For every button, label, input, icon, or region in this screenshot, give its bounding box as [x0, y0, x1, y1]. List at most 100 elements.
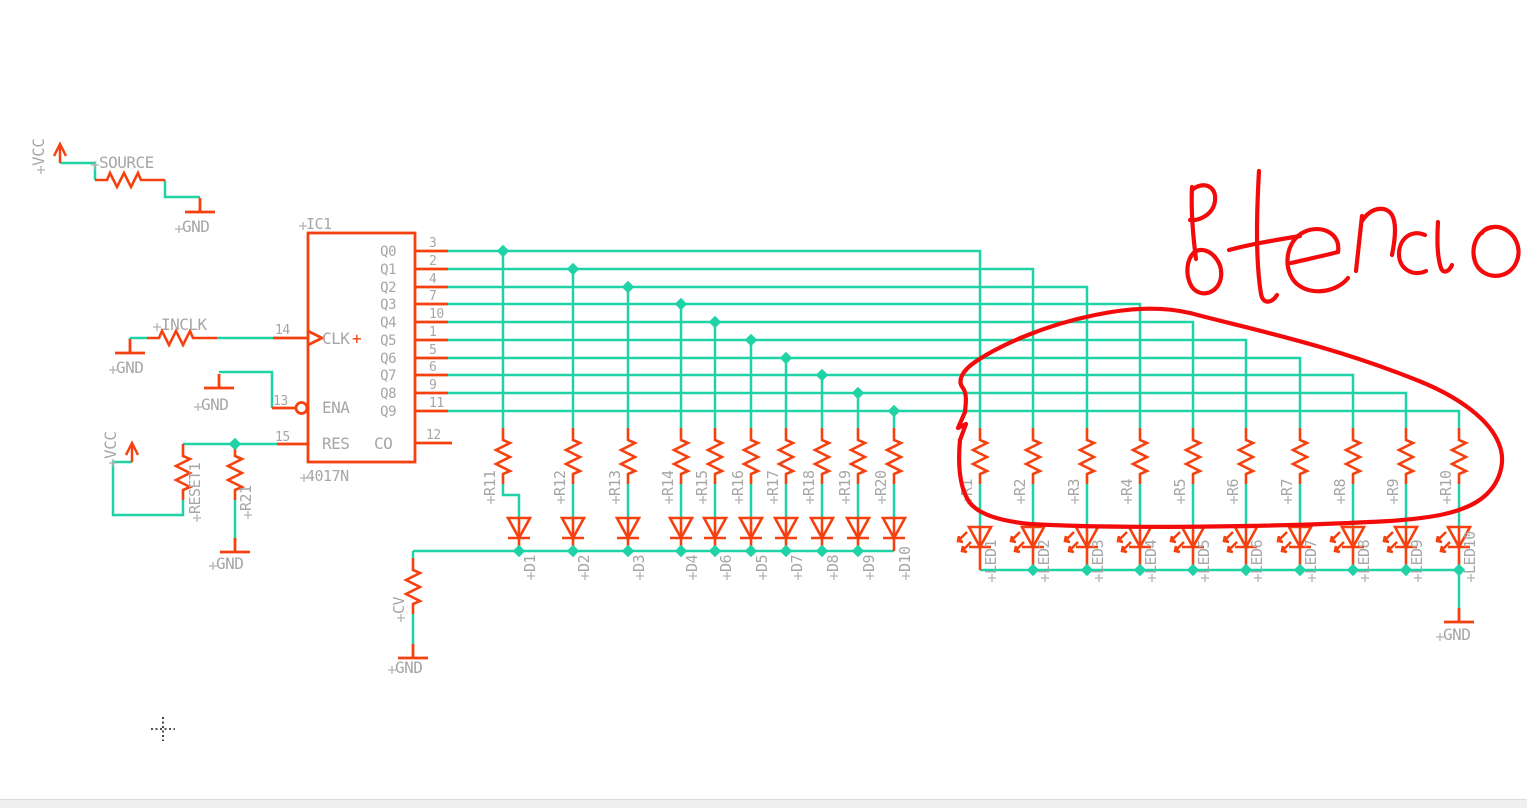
- wire-vcc-reset1[interactable]: [111, 460, 185, 517]
- resistor-symbol-r3[interactable]: [1078, 426, 1096, 486]
- resistor-label[interactable]: R7: [1278, 479, 1296, 496]
- text-layer[interactable]: VCC SOURCE GND INCLK 14 GND GND 13 IC1 C…: [29, 139, 1479, 677]
- resistor-label[interactable]: R15: [693, 470, 711, 496]
- ic-part-value[interactable]: 4017N: [306, 467, 350, 485]
- led-label[interactable]: LED9: [1408, 539, 1426, 574]
- net-label-gnd[interactable]: GND: [182, 217, 210, 236]
- diode-label[interactable]: D5: [753, 555, 771, 572]
- bus-wire-q6[interactable]: [448, 356, 1302, 428]
- resistor-symbol-r4[interactable]: [1131, 426, 1149, 486]
- wire[interactable]: [501, 484, 521, 518]
- wire-led-rail[interactable]: [980, 568, 1461, 608]
- resistor-label[interactable]: R20: [872, 470, 890, 496]
- part-label-r21[interactable]: R21: [237, 485, 255, 511]
- bottom-scrollbar[interactable]: [0, 799, 1527, 808]
- handwritten-annotation-potencio: Potencio: [1185, 168, 1521, 304]
- gnd-symbol[interactable]: [202, 372, 236, 390]
- wire-inclk-left[interactable]: [128, 336, 147, 340]
- resistor-label[interactable]: R2: [1011, 479, 1029, 496]
- junction-dot: [567, 545, 579, 557]
- part-label-reset1[interactable]: RESET1: [186, 462, 204, 514]
- led-label[interactable]: LED8: [1355, 539, 1373, 574]
- resistor-label[interactable]: R3: [1065, 479, 1083, 496]
- led-label[interactable]: LED6: [1248, 539, 1266, 574]
- resistor-label[interactable]: R10: [1437, 470, 1455, 496]
- net-label-vcc[interactable]: VCC: [29, 139, 48, 166]
- resistor-symbol-cv[interactable]: [404, 556, 422, 616]
- net-label-gnd[interactable]: GND: [116, 358, 144, 377]
- junction-dot: [780, 352, 792, 364]
- diode-symbol-d10[interactable]: [881, 516, 907, 553]
- resistor-symbol-r9[interactable]: [1397, 426, 1415, 486]
- resistor-label[interactable]: R16: [729, 470, 747, 496]
- ic-body[interactable]: [306, 231, 417, 464]
- bus-wire-q7[interactable]: [448, 373, 1355, 428]
- bus-wire-q8[interactable]: [448, 391, 1408, 428]
- resistor-label[interactable]: R19: [836, 470, 854, 496]
- resistor-symbol-r5[interactable]: [1184, 426, 1202, 486]
- net-label-gnd[interactable]: GND: [1443, 625, 1471, 644]
- resistor-label[interactable]: R12: [551, 470, 569, 496]
- bus-wire-q2[interactable]: [448, 285, 1089, 428]
- bus-wire-q1[interactable]: [448, 267, 1035, 428]
- resistor-label[interactable]: R14: [659, 470, 677, 496]
- gnd-symbol[interactable]: [183, 196, 217, 214]
- net-label-gnd[interactable]: GND: [201, 395, 229, 414]
- gnd-symbol[interactable]: [396, 642, 430, 660]
- led-label[interactable]: LED3: [1089, 540, 1107, 574]
- resistor-label[interactable]: R6: [1224, 478, 1242, 496]
- ic-designator[interactable]: IC1: [306, 215, 333, 233]
- resistor-symbol-r6[interactable]: [1237, 426, 1255, 486]
- diode-label[interactable]: D3: [630, 555, 648, 572]
- diode-label[interactable]: D4: [683, 554, 701, 572]
- diode-label[interactable]: D2: [575, 555, 593, 572]
- resistor-label[interactable]: R9: [1384, 478, 1402, 496]
- vcc-symbol[interactable]: [124, 441, 140, 464]
- ic-pin-label-co: CO: [374, 434, 392, 453]
- resistor-label[interactable]: R4: [1118, 478, 1136, 496]
- resistor-label[interactable]: R17: [764, 470, 782, 496]
- diode-label[interactable]: D10: [896, 546, 914, 572]
- led-label[interactable]: LED4: [1142, 539, 1160, 574]
- diode-label[interactable]: D7: [788, 555, 806, 572]
- resistor-symbol-r8[interactable]: [1344, 426, 1362, 486]
- led-label[interactable]: LED2: [1035, 540, 1053, 574]
- led-label[interactable]: LED10: [1461, 531, 1479, 574]
- gnd-symbol[interactable]: [113, 337, 147, 355]
- bus-wire-q9[interactable]: [448, 409, 1461, 428]
- component-layer[interactable]: [52, 142, 1476, 660]
- diode-label[interactable]: D8: [824, 554, 842, 572]
- part-label-inclk[interactable]: INCLK: [161, 315, 208, 334]
- resistor-label[interactable]: R18: [800, 470, 818, 496]
- bus-wire-q5[interactable]: [448, 338, 1248, 428]
- part-label-source[interactable]: SOURCE: [99, 153, 154, 172]
- net-label-gnd[interactable]: GND: [216, 554, 244, 573]
- resistor-label[interactable]: R13: [606, 470, 624, 496]
- resistor-symbol-r7[interactable]: [1291, 426, 1309, 486]
- diode-label[interactable]: D9: [860, 554, 878, 572]
- vcc-symbol[interactable]: [52, 142, 68, 165]
- wire-gnd-ena[interactable]: [219, 370, 274, 408]
- part-label-cv[interactable]: CV: [390, 596, 408, 614]
- diode-label[interactable]: D6: [717, 554, 735, 572]
- bus-wire-q0[interactable]: [448, 249, 982, 428]
- wire-layer[interactable]: [60, 161, 1461, 644]
- ena-inversion-bubble[interactable]: [294, 401, 309, 415]
- resistor-symbol-r2[interactable]: [1024, 426, 1042, 486]
- gnd-symbol[interactable]: [1442, 606, 1476, 624]
- wire-vcc-source[interactable]: [60, 161, 97, 180]
- led-label[interactable]: LED1: [982, 539, 1000, 574]
- resistor-symbol-r1[interactable]: [971, 426, 989, 486]
- diode-label[interactable]: D1: [521, 554, 539, 572]
- resistor-label[interactable]: R8: [1331, 478, 1349, 496]
- led-label[interactable]: LED5: [1195, 540, 1213, 574]
- net-label-vcc[interactable]: VCC: [101, 432, 120, 459]
- net-label-gnd[interactable]: GND: [395, 658, 423, 677]
- resistor-symbol-source[interactable]: [93, 171, 167, 189]
- gnd-symbol[interactable]: [218, 536, 252, 554]
- wire-source-gnd[interactable]: [163, 180, 200, 199]
- led-label[interactable]: LED7: [1302, 540, 1320, 574]
- resistor-label[interactable]: R5: [1171, 479, 1189, 496]
- resistor-label[interactable]: R11: [481, 470, 499, 496]
